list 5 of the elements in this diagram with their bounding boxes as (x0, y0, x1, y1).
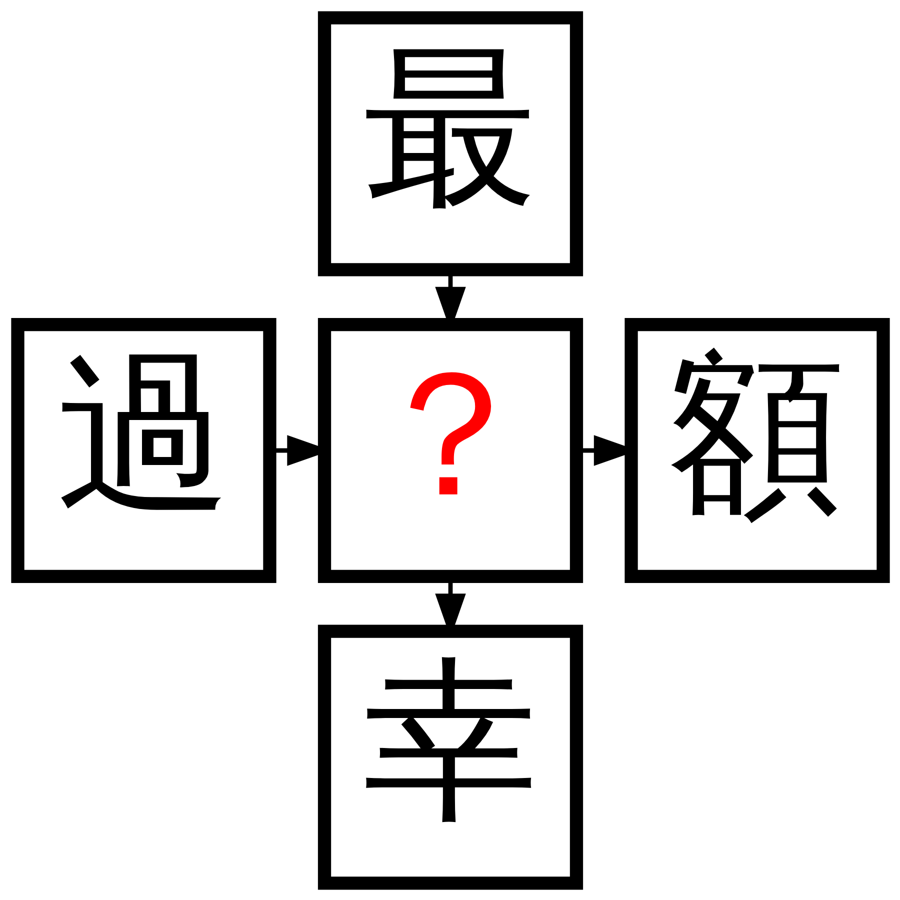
node-box: 過 (10, 317, 276, 583)
node-box: 額 (624, 317, 890, 583)
node-box: 最 (317, 10, 583, 276)
node-box: ？ (317, 317, 583, 583)
node-box: 幸 (317, 624, 583, 890)
